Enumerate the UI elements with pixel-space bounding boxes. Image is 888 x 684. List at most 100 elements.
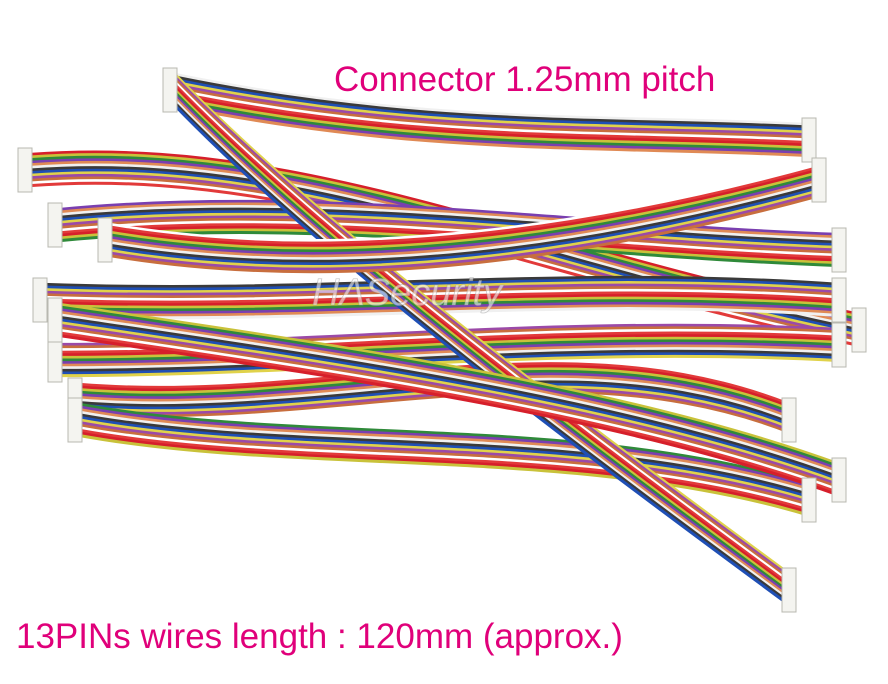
wire [58, 315, 842, 479]
wire [108, 183, 822, 263]
wire [58, 354, 842, 378]
wire [58, 344, 842, 367]
wire [108, 194, 822, 274]
wire [78, 428, 812, 512]
wire [173, 72, 792, 576]
connector-housing [831, 457, 847, 503]
wire [78, 426, 812, 510]
wire [43, 301, 842, 314]
connector-housing [17, 147, 33, 193]
connectors [17, 67, 867, 613]
wire [173, 75, 792, 579]
connector-housing [781, 567, 797, 613]
wire [108, 162, 822, 242]
wire [78, 405, 812, 489]
wire [58, 339, 842, 362]
wire [108, 165, 822, 245]
wire [58, 207, 842, 244]
wire [58, 328, 842, 492]
wire [173, 88, 812, 142]
watermark: HASecurity [312, 272, 504, 314]
wire [173, 101, 792, 605]
connector-housing [47, 202, 63, 248]
wire [58, 302, 842, 466]
wire [173, 91, 792, 595]
wire [173, 80, 812, 134]
wire [58, 318, 842, 482]
wire [58, 199, 842, 236]
wire [58, 210, 842, 247]
wire [43, 275, 842, 288]
connector-housing [801, 477, 817, 523]
wire [43, 294, 842, 307]
wire [108, 168, 822, 248]
wire [43, 283, 842, 296]
connector-housing [801, 117, 817, 163]
wire [173, 83, 812, 137]
wire [173, 78, 792, 582]
wire [58, 223, 842, 260]
wire [78, 431, 812, 515]
wire [43, 304, 842, 317]
wire [173, 78, 812, 132]
wire [58, 349, 842, 372]
wire [58, 313, 842, 477]
wire [58, 321, 842, 485]
wire [108, 191, 822, 271]
wire [108, 181, 822, 261]
connector-housing [831, 322, 847, 368]
connector-pitch-caption: Connector 1.25mm pitch [334, 60, 716, 99]
wire [43, 286, 842, 299]
connector-housing [851, 307, 867, 353]
wire [78, 434, 812, 518]
wire [173, 83, 792, 587]
connector-housing [831, 227, 847, 273]
wire [58, 215, 842, 252]
wire [173, 98, 812, 152]
wire [58, 205, 842, 242]
wire [43, 296, 842, 309]
wire [173, 96, 792, 600]
wire [78, 410, 812, 494]
wire [43, 278, 842, 291]
connector-housing [47, 337, 63, 383]
wire [78, 408, 812, 492]
connector-housing [831, 277, 847, 323]
wire [173, 93, 812, 147]
wire [43, 299, 842, 312]
wire [58, 220, 842, 257]
connector-housing [32, 277, 48, 323]
wire [173, 91, 812, 145]
wire [173, 85, 792, 589]
wire [108, 186, 822, 266]
wire [58, 331, 842, 495]
wire [108, 170, 822, 250]
wire [43, 291, 842, 304]
wire [58, 305, 842, 469]
wire [173, 80, 792, 584]
wire [58, 218, 842, 255]
wire [78, 413, 812, 497]
wire [108, 175, 822, 255]
wire [173, 75, 812, 129]
connector-housing [67, 397, 83, 443]
wire [58, 308, 842, 472]
connector-housing [781, 397, 797, 443]
wire [108, 188, 822, 268]
connector-housing [47, 297, 63, 343]
wire [173, 93, 792, 597]
wire [78, 423, 812, 507]
wire [58, 334, 842, 498]
wire [108, 173, 822, 253]
wire [58, 347, 842, 370]
wire [173, 85, 812, 139]
wire [78, 421, 812, 505]
wire [173, 88, 792, 592]
wire-bundles [28, 72, 862, 608]
wire [78, 418, 812, 502]
wire [173, 104, 812, 158]
wire [58, 212, 842, 249]
wire [43, 281, 842, 294]
